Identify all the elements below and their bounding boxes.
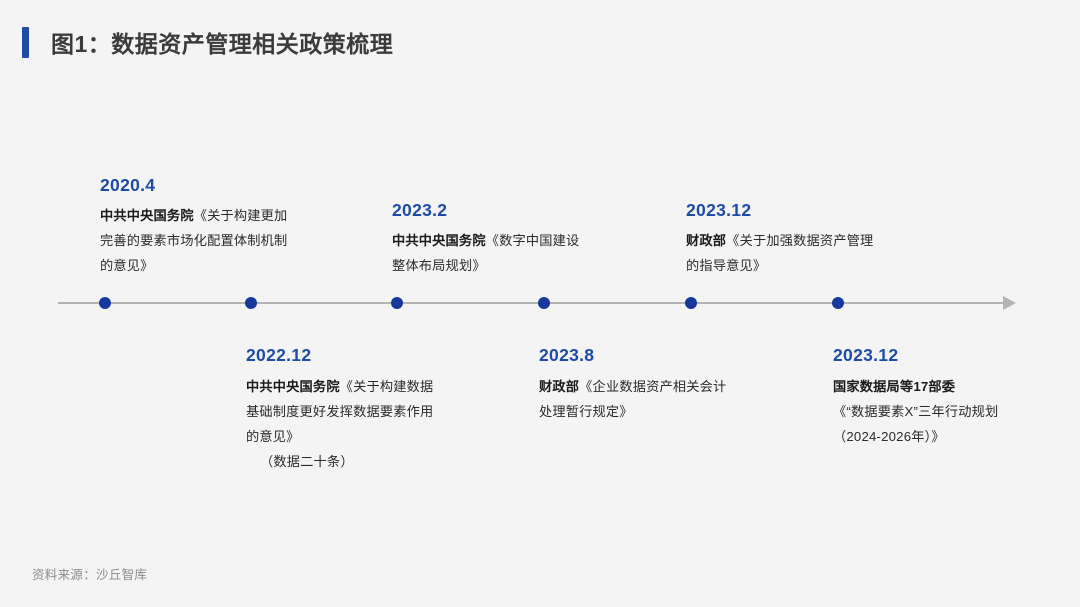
timeline-event: 2023.12 财政部《关于加强数据资产管理的指导意见》 (686, 199, 876, 279)
event-agency: 财政部 (686, 233, 727, 248)
event-agency: 中共中央国务院 (246, 378, 340, 394)
event-agency: 中共中央国务院 (392, 233, 486, 248)
event-year: 2023.8 (539, 345, 595, 365)
event-year: 2023.2 (392, 199, 448, 220)
event-agency: 国家数据局等17部委 (833, 378, 956, 394)
event-document-title: 《企业数据资产相关会计处理暂行规定》 (539, 378, 727, 419)
timeline-dot[interactable] (538, 297, 550, 309)
event-body: 国家数据局等17部委《“数据要素X”三年行动规划（2024-2026年）》 (833, 374, 1023, 449)
event-document-title: 《“数据要素X”三年行动规划（2024-2026年）》 (833, 403, 999, 444)
timeline-event: 2023.2 中共中央国务院《数字中国建设整体布局规划》 (392, 199, 582, 279)
page-header: 图1：数据资产管理相关政策梳理 (22, 24, 393, 60)
event-body: 财政部《关于加强数据资产管理的指导意见》 (686, 228, 876, 278)
timeline-dot[interactable] (685, 297, 697, 309)
timeline-dot[interactable] (832, 297, 844, 309)
source-note: 资料来源：沙丘智库 (32, 568, 148, 582)
event-document-title: 《关于构建数据基础制度更好发挥数据要素作用的意见》 (246, 378, 434, 444)
event-document-title: 《数字中国建设整体布局规划》 (392, 233, 580, 273)
timeline-event: 2022.12 中共中央国务院《关于构建数据基础制度更好发挥数据要素作用的意见》 （… (246, 345, 436, 474)
timeline-event: 2023.8 财政部《企业数据资产相关会计处理暂行规定》 (539, 345, 729, 424)
event-year: 2023.12 (833, 345, 899, 365)
event-note: （数据二十条） (260, 453, 354, 469)
event-body: 中共中央国务院《关于构建更加完善的要素市场化配置体制机制的意见》 (100, 203, 290, 278)
event-year: 2020.4 (100, 174, 156, 195)
event-body: 中共中央国务院《关于构建数据基础制度更好发挥数据要素作用的意见》 （数据二十条） (246, 374, 436, 474)
event-agency: 中共中央国务院 (100, 208, 194, 223)
event-body: 财政部《企业数据资产相关会计处理暂行规定》 (539, 374, 729, 424)
event-body: 中共中央国务院《数字中国建设整体布局规划》 (392, 228, 582, 278)
event-document-title: 《关于构建更加完善的要素市场化配置体制机制的意见》 (100, 208, 288, 273)
timeline-dot[interactable] (99, 297, 111, 309)
timeline-dot[interactable] (245, 297, 257, 309)
timeline-axis-line (58, 302, 1005, 304)
timeline-dot[interactable] (391, 297, 403, 309)
event-year: 2022.12 (246, 345, 312, 365)
page-title: 图1：数据资产管理相关政策梳理 (51, 31, 394, 57)
event-year: 2023.12 (686, 199, 752, 220)
event-agency: 财政部 (539, 378, 580, 394)
timeline-event: 2020.4 中共中央国务院《关于构建更加完善的要素市场化配置体制机制的意见》 (100, 174, 290, 279)
event-document-title: 《关于加强数据资产管理的指导意见》 (686, 233, 874, 273)
timeline-arrow-icon (1003, 296, 1016, 310)
title-accent-bar (22, 26, 29, 58)
timeline-event: 2023.12 国家数据局等17部委《“数据要素X”三年行动规划（2024-202… (833, 345, 1023, 449)
